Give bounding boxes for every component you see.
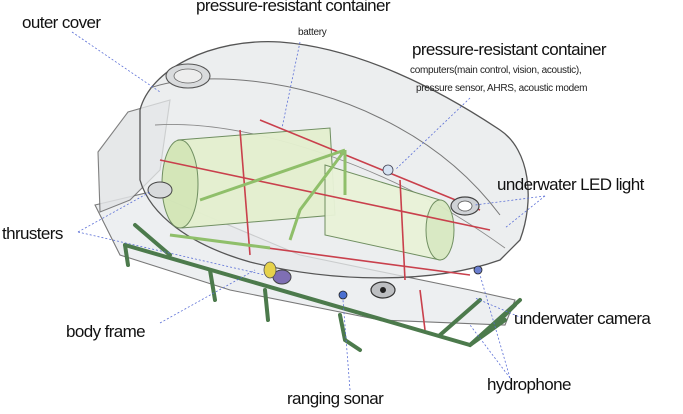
thruster-left [148,182,172,198]
label-computers-line1: computers(main control, vision, acoustic… [410,66,581,76]
label-underwater-led-light: underwater LED light [497,176,644,193]
label-hydrophone: hydrophone [487,376,571,393]
label-outer-cover: outer cover [22,14,100,31]
label-pressure-container-battery: pressure-resistant container [196,0,390,14]
label-body-frame: body frame [66,323,145,340]
label-underwater-camera: underwater camera [514,310,650,327]
label-pressure-container-computers: pressure-resistant container [412,41,606,58]
label-ranging-sonar: ranging sonar [287,390,383,407]
hydrophone-unit [474,266,482,274]
label-battery: battery [298,28,326,38]
label-computers-line2: pressure sensor, AHRS, acoustic modem [416,84,587,94]
ranging-sonar-unit [339,291,347,299]
label-thrusters: thrusters [2,225,63,242]
